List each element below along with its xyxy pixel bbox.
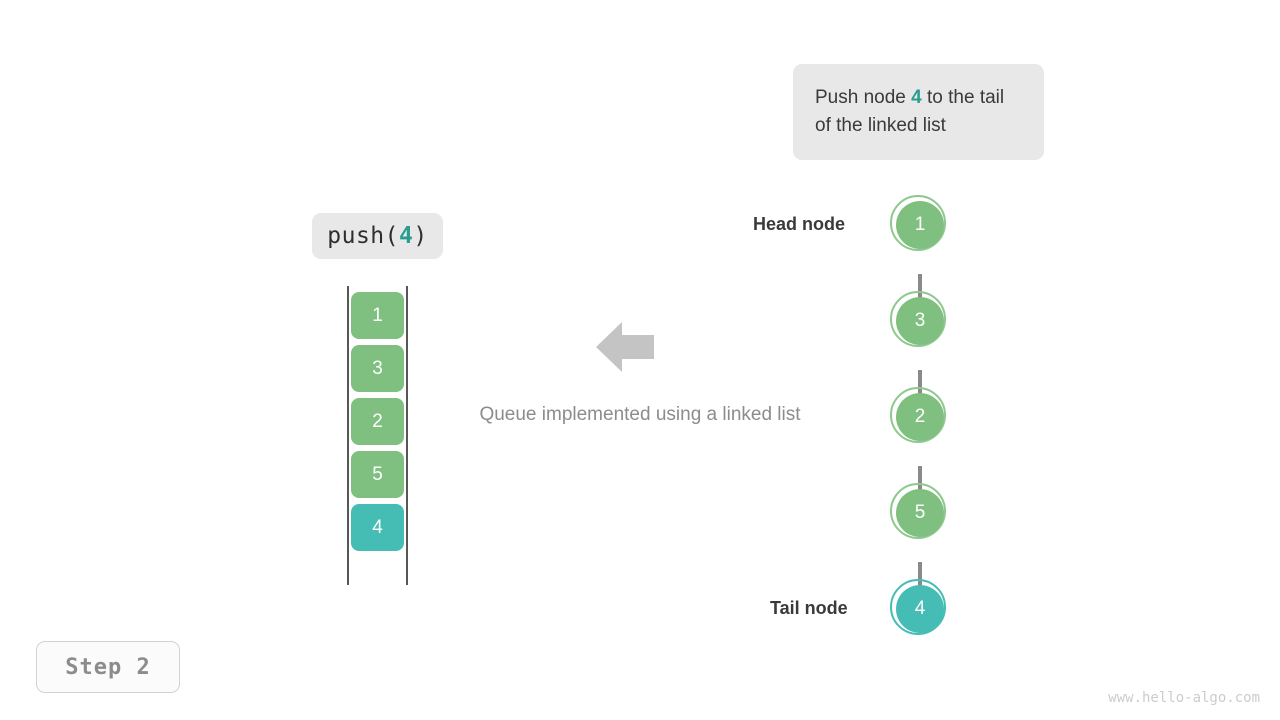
left-arrow-icon	[596, 322, 654, 372]
callout-highlight-value: 4	[911, 87, 922, 108]
node-value: 3	[896, 297, 944, 345]
callout-box: Push node 4 to the tail of the linked li…	[793, 64, 1044, 160]
operation-label: push(4)	[312, 213, 443, 259]
tail-node-label: Tail node	[770, 598, 848, 618]
queue-array: 1 3 2 5 4	[347, 286, 408, 585]
queue-rail-left	[347, 286, 349, 585]
watermark: www.hello-algo.com	[1108, 690, 1260, 706]
queue-rail-right	[406, 286, 408, 585]
diagram-caption: Queue implemented using a linked list	[479, 404, 801, 425]
head-node-label: Head node	[753, 214, 846, 234]
callout-text-prefix: Push node	[815, 87, 912, 108]
node-ring	[890, 387, 946, 443]
node-ring	[890, 579, 946, 635]
node-value: 5	[896, 489, 944, 537]
queue-item: 2	[351, 398, 404, 445]
node-ring	[890, 483, 946, 539]
linked-list-node-highlight: 4	[890, 579, 950, 639]
linked-list-node: 1	[890, 195, 950, 255]
queue-item: 5	[351, 451, 404, 498]
queue-item-highlight: 4	[351, 504, 404, 551]
node-value: 1	[896, 201, 944, 249]
node-value: 4	[896, 585, 944, 633]
callout-text-suffix: to the tail of the linked list	[815, 87, 1005, 136]
node-ring	[890, 291, 946, 347]
linked-list-node: 3	[890, 291, 950, 351]
queue-item: 3	[351, 345, 404, 392]
linked-list: 1 3 2 5 4	[860, 186, 980, 636]
node-value: 2	[896, 393, 944, 441]
operation-prefix: push(	[327, 223, 400, 249]
linked-list-node: 2	[890, 387, 950, 447]
operation-argument: 4	[399, 223, 414, 249]
node-ring	[890, 195, 946, 251]
operation-suffix: )	[413, 223, 428, 249]
step-badge: Step 2	[36, 641, 180, 693]
queue-item: 1	[351, 292, 404, 339]
linked-list-node: 5	[890, 483, 950, 543]
